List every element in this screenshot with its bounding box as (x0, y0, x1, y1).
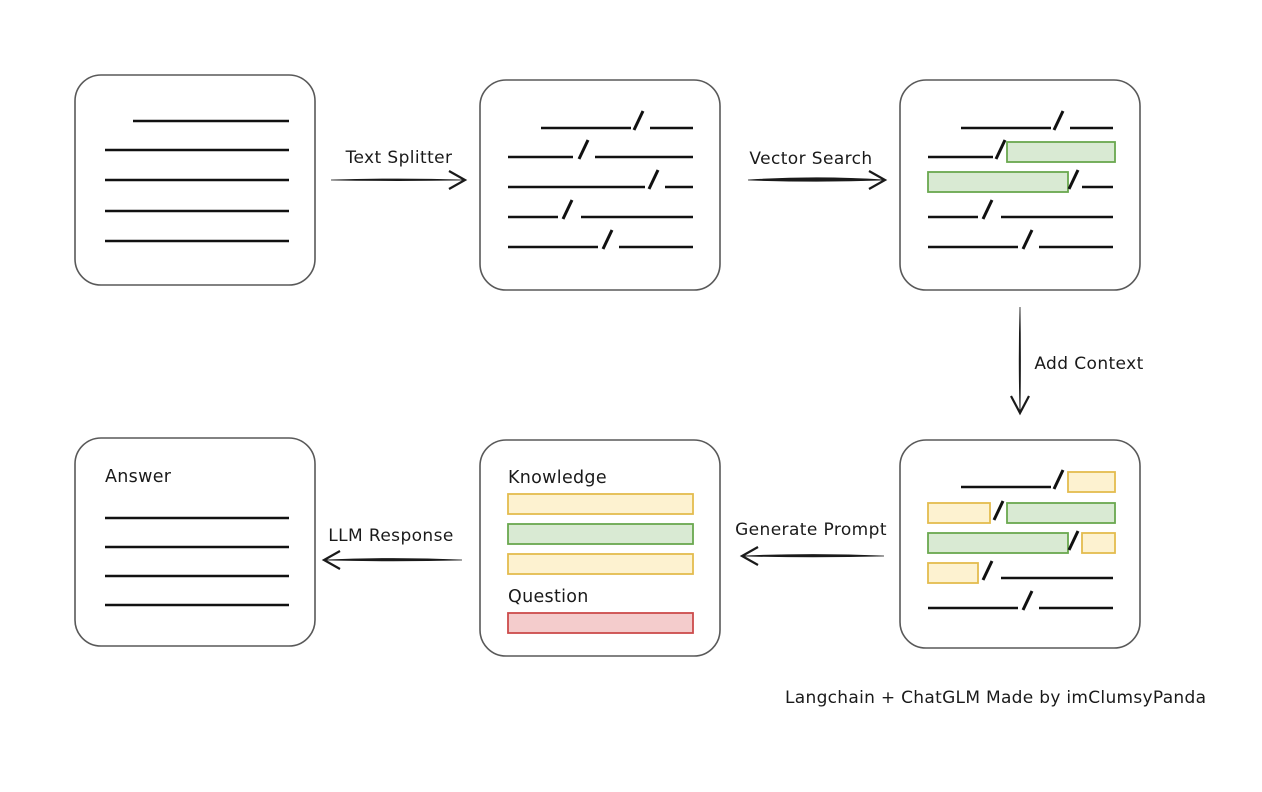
answer-card: Answer (74, 437, 316, 647)
context-added-chip-yellow-10 (927, 502, 991, 524)
context-added-chip-green-20 (927, 532, 1069, 554)
prompt-chip-red-30 (507, 612, 694, 634)
vector-matches-card (899, 79, 1141, 291)
source-document-card (74, 74, 316, 286)
context-added-chip-yellow-02 (1067, 471, 1116, 493)
split-chunks-row3-slash1 (561, 199, 574, 220)
arrow-llm-response: LLM Response (321, 526, 463, 570)
context-added-row4-slash1 (1021, 590, 1034, 611)
arrow-vector-search: Vector Search (747, 149, 888, 190)
arrow-add-context: Add Context (1010, 306, 1143, 416)
context-added-row2-slash1 (1067, 530, 1080, 551)
arrow-text-splitter: Text Splitter (330, 148, 468, 190)
split-chunks-card (479, 79, 721, 291)
vector-matches-row1-slash1 (994, 139, 1007, 160)
text-splitter-shaft (330, 178, 466, 181)
generate-prompt-shaft (741, 554, 885, 558)
prompt-heading-1: Question (508, 587, 589, 607)
context-added-row0-slash1 (1052, 469, 1065, 490)
context-added-card (899, 439, 1141, 649)
split-chunks-row4-slash1 (601, 229, 614, 250)
vector-matches-row0-slash1 (1052, 110, 1065, 131)
footer-credit: Langchain + ChatGLM Made by imClumsyPand… (785, 688, 1206, 708)
context-added-row3-slash1 (981, 560, 994, 581)
add-context-shaft (1018, 306, 1021, 414)
vector-matches-row3-slash1 (981, 199, 994, 220)
prompt-chip-green-10 (507, 523, 694, 545)
context-added-chip-yellow-30 (927, 562, 979, 584)
text-splitter-head (448, 170, 468, 190)
vector-matches-chip-green-12 (1006, 141, 1116, 163)
split-chunks-row1-slash1 (577, 139, 590, 160)
context-added-row1-slash1 (992, 500, 1005, 521)
answer-card-shape (74, 437, 316, 647)
split-chunks-row2-slash1 (647, 169, 660, 190)
arrow-generate-prompt-label: Generate Prompt (735, 520, 887, 540)
split-chunks-row0-slash1 (632, 110, 645, 131)
vector-matches-chip-green-20 (927, 171, 1069, 193)
arrow-add-context-label: Add Context (1034, 354, 1143, 374)
arrow-generate-prompt: Generate Prompt (735, 520, 887, 566)
generate-prompt-head (739, 546, 759, 566)
split-chunks-card-shape (479, 79, 721, 291)
llm-response-shaft (323, 558, 463, 562)
arrow-text-splitter-label: Text Splitter (345, 148, 453, 168)
vector-search-head (868, 170, 888, 190)
vector-matches-row2-slash1 (1067, 169, 1080, 190)
answer-heading-0: Answer (105, 467, 172, 487)
llm-response-head (321, 550, 341, 570)
context-added-chip-green-12 (1006, 502, 1116, 524)
vector-search-shaft (747, 177, 886, 182)
prompt-chip-yellow-20 (507, 553, 694, 575)
vector-matches-row4-slash1 (1021, 229, 1034, 250)
prompt-heading-0: Knowledge (508, 468, 607, 488)
prompt-chip-yellow-00 (507, 493, 694, 515)
add-context-head (1010, 395, 1030, 416)
arrow-llm-response-label: LLM Response (328, 526, 453, 546)
context-added-chip-yellow-22 (1081, 532, 1116, 554)
arrow-vector-search-label: Vector Search (749, 149, 872, 169)
